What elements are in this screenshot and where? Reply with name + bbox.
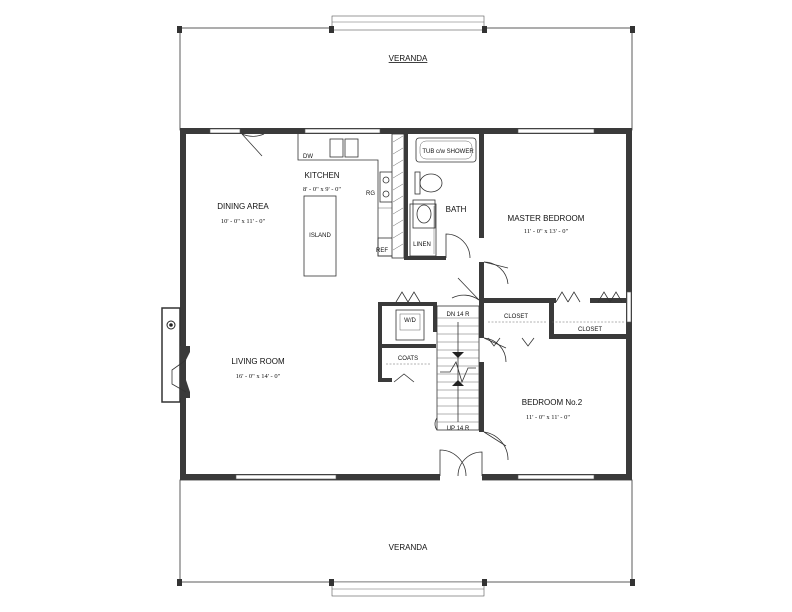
bath-name: BATH [446, 205, 467, 214]
doors [241, 133, 509, 477]
kitchen: ISLAND DW RG REF KITCHEN 8' - 0" x 9' - … [297, 134, 407, 277]
tub-label: TUB c/w SHOWER [422, 149, 474, 155]
kitchen-size: 8' - 0" x 9' - 0" [303, 186, 341, 193]
dw-label: DW [303, 154, 313, 160]
closet-b-label: CLOSET [578, 327, 602, 333]
bedroom2-size: 11' - 0" x 11' - 0" [526, 414, 570, 421]
bath: TUB c/w SHOWER BATH LINEN [412, 137, 477, 259]
living-name: LIVING ROOM [231, 357, 285, 366]
laundry: W/D COATS [386, 291, 430, 383]
master-name: MASTER BEDROOM [508, 214, 585, 223]
veranda-top-label: VERANDA [389, 54, 428, 63]
veranda-bottom-label: VERANDA [389, 543, 428, 552]
interior-walls [378, 133, 626, 432]
exterior-walls [180, 128, 632, 481]
bedroom2-name: BEDROOM No.2 [522, 398, 583, 407]
staircase: DN 14 R UP 14 R [434, 305, 480, 432]
stair-down-label: DN 14 R [446, 312, 470, 318]
island [303, 195, 337, 277]
rg-label: RG [366, 191, 375, 197]
ref-label: REF [376, 248, 388, 254]
coats-label: COATS [398, 356, 418, 362]
fireplace [161, 307, 190, 403]
veranda-top: VERANDA [177, 15, 635, 131]
kitchen-name: KITCHEN [304, 171, 339, 180]
linen-label: LINEN [413, 242, 431, 248]
wd-label: W/D [404, 318, 416, 324]
island-label: ISLAND [309, 233, 331, 239]
dining-name: DINING AREA [217, 202, 269, 211]
dining-size: 10' - 0" x 11' - 0" [221, 218, 266, 225]
master-size: 11' - 0" x 13' - 0" [524, 228, 569, 235]
closets: CLOSET CLOSET [487, 291, 624, 347]
closet-a-label: CLOSET [504, 314, 528, 320]
veranda-bottom: VERANDA [177, 479, 635, 597]
stair-up-label: UP 14 R [447, 426, 470, 432]
living-size: 16' - 0" x 14' - 0" [236, 373, 281, 380]
